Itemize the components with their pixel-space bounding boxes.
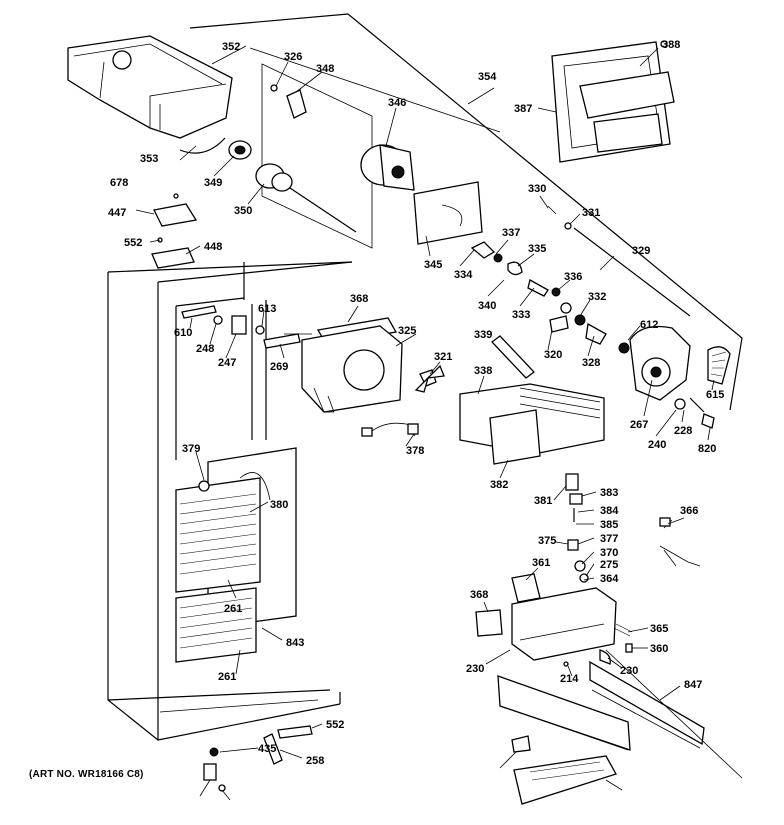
callout-331: 331: [582, 207, 600, 219]
callout-388: 388: [662, 39, 680, 51]
callout-228: 228: [674, 425, 692, 437]
callout-230: 230: [466, 663, 484, 675]
callout-353: 353: [140, 153, 158, 165]
callout-820: 820: [698, 443, 716, 455]
callout-340: 340: [478, 300, 496, 312]
callout-346: 346: [388, 97, 406, 109]
callout-247: 247: [218, 357, 236, 369]
callout-261: 261: [224, 603, 242, 615]
callout-240: 240: [648, 439, 666, 451]
callout-336: 336: [564, 271, 582, 283]
callout-361: 361: [532, 557, 550, 569]
callout-364: 364: [600, 573, 619, 585]
callout-230: 230: [620, 665, 638, 677]
icemaker-368-820: [459, 383, 605, 465]
callout-325: 325: [398, 325, 416, 337]
evaporator-228: [175, 447, 297, 663]
callout-377: 377: [600, 533, 618, 545]
fan-613: [414, 364, 445, 393]
callout-348: 348: [316, 63, 334, 75]
drawing: [67, 13, 743, 805]
linkage-parts: [470, 241, 607, 345]
callout-329: 329: [632, 245, 650, 257]
callout-335: 335: [528, 243, 546, 255]
callout-379: 379: [182, 443, 200, 455]
callout-337: 337: [502, 227, 520, 239]
callout-552: 552: [326, 719, 344, 731]
callout-338: 338: [474, 365, 492, 377]
ice-bucket-352: [67, 35, 233, 139]
callout-447: 447: [108, 207, 126, 219]
callout-267: 267: [630, 419, 648, 431]
callout-320: 320: [544, 349, 562, 361]
callout-375: 375: [538, 535, 556, 547]
callout-333: 333: [512, 309, 530, 321]
callout-385: 385: [600, 519, 618, 531]
callout-380: 380: [270, 499, 288, 511]
callout-381: 381: [534, 495, 552, 507]
callout-261: 261: [218, 671, 236, 683]
callout-610: 610: [174, 327, 192, 339]
control-box-247-248: [301, 317, 403, 413]
callout-613: 613: [258, 303, 276, 315]
callout-350: 350: [234, 205, 252, 217]
dispenser-door-387-388: [551, 40, 675, 163]
callout-370: 370: [600, 547, 618, 559]
callout-384: 384: [600, 505, 619, 517]
callout-339: 339: [474, 329, 492, 341]
callout-368: 368: [350, 293, 368, 305]
callout-382: 382: [490, 479, 508, 491]
callout-387: 387: [514, 103, 532, 115]
leader-lines: [135, 45, 715, 801]
callout-847: 847: [684, 679, 702, 691]
callout-332: 332: [588, 291, 606, 303]
callout-368: 368: [470, 589, 488, 601]
callout-843: 843: [286, 637, 304, 649]
callout-352: 352: [222, 41, 240, 53]
callout-448: 448: [204, 241, 222, 253]
dispenser-frame-360-361: [497, 573, 743, 779]
callout-615: 615: [706, 389, 724, 401]
callout-269: 269: [270, 361, 288, 373]
callout-labels: 352 326 348 346 354 388 387 353 349 350 678 447 552 4…: [108, 39, 724, 767]
callout-678: 678: [110, 177, 128, 189]
callout-349: 349: [204, 177, 222, 189]
motor-housing-320: [618, 325, 691, 401]
callout-328: 328: [582, 357, 600, 369]
art-number-caption: (ART NO. WR18166 C8): [29, 769, 144, 780]
callout-248: 248: [196, 343, 214, 355]
callout-345: 345: [424, 259, 442, 271]
auger-parts: [228, 140, 357, 233]
callout-275: 275: [600, 559, 618, 571]
callout-552: 552: [124, 237, 142, 249]
callout-330: 330: [528, 183, 546, 195]
callout-435: 435: [258, 743, 276, 755]
callout-326: 326: [284, 51, 302, 63]
cabinet-outline: [107, 261, 353, 741]
callout-334: 334: [454, 269, 473, 281]
callout-258: 258: [306, 755, 324, 767]
callout-366: 366: [680, 505, 698, 517]
callout-383: 383: [600, 487, 618, 499]
callout-354: 354: [478, 71, 497, 83]
callout-365: 365: [650, 623, 668, 635]
callout-378: 378: [406, 445, 424, 457]
switch-stack-378-385: [565, 473, 589, 583]
callout-612: 612: [640, 319, 658, 331]
callout-321: 321: [434, 351, 452, 363]
callout-214: 214: [560, 673, 579, 685]
callout-360: 360: [650, 643, 668, 655]
motor-346: [360, 144, 415, 191]
